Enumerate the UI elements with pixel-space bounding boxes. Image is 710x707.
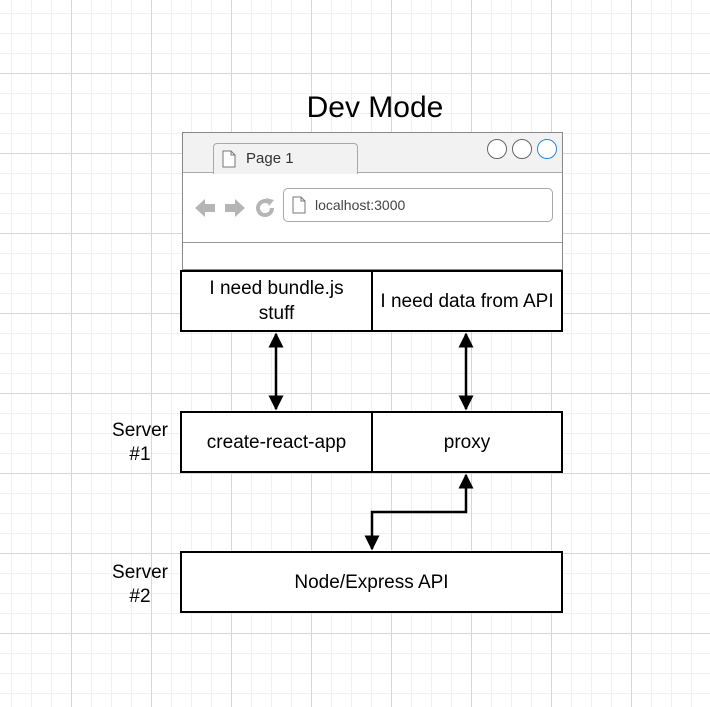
node-express-api-label: Node/Express API [294, 571, 449, 593]
window-circle-button[interactable] [512, 139, 532, 159]
window-circle-button-active[interactable] [537, 139, 557, 159]
browser-divider [183, 242, 562, 243]
address-bar[interactable]: localhost:3000 [283, 188, 553, 222]
reload-icon[interactable] [253, 196, 277, 220]
bundle-request-label: I need bundle.js stuff [209, 278, 344, 324]
browser-nav-bar: localhost:3000 [183, 174, 562, 243]
browser-tab[interactable]: Page 1 [213, 143, 358, 174]
data-request-label: I need data from API [380, 290, 554, 312]
proxy-label: proxy [443, 431, 491, 453]
forward-arrow-icon[interactable] [223, 196, 247, 220]
back-arrow-icon[interactable] [193, 196, 217, 220]
window-circle-button[interactable] [487, 139, 507, 159]
proxy-box: proxy [371, 411, 563, 473]
page-icon [222, 150, 236, 168]
data-request-box: I need data from API [371, 270, 563, 332]
page-icon [292, 196, 306, 214]
diagram-title: Dev Mode [306, 91, 444, 124]
tab-label: Page 1 [246, 150, 294, 167]
create-react-app-box: create-react-app [180, 411, 373, 473]
server2-label: Server #2 [112, 562, 168, 607]
address-text: localhost:3000 [315, 197, 406, 213]
create-react-app-label: create-react-app [206, 431, 347, 453]
node-express-api-box: Node/Express API [180, 551, 563, 613]
edge-proxy-to-api [364, 473, 474, 551]
browser-tab-strip: Page 1 [183, 133, 562, 174]
server1-label: Server #1 [112, 420, 168, 465]
browser-window: Page 1 localhost:3000 [182, 132, 563, 270]
